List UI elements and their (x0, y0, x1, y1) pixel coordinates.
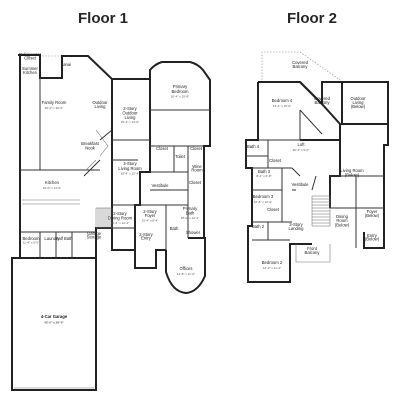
room-label-sub-closet: Closet (189, 180, 202, 185)
room-label-primary-closet: Closet (156, 146, 169, 151)
garage-wall (11, 257, 97, 391)
floor-1-stair (95, 207, 113, 229)
room-label-offices: Offices (180, 266, 193, 271)
outdoor-living-below-wall (341, 82, 388, 125)
office-bay-wall (165, 237, 206, 295)
room-label-loft: Loft (298, 142, 306, 147)
floor-2-title: Floor 2 (287, 10, 338, 27)
floor-1-plan (11, 54, 211, 391)
room-label-toilet: Toilet (175, 154, 186, 159)
room-dims-bath-3: 8'-4" x 6'-8" (256, 174, 271, 178)
room-label-closet-b: Closet (267, 207, 280, 212)
room-label-bedroom-3: Bedroom 3 (253, 194, 274, 199)
room-label-bedroom: Bedroom (23, 236, 41, 241)
floor-2-stair (311, 195, 331, 227)
room-dims-two-story-outdoor-living: 15'-4" x 14'-0" (121, 120, 139, 124)
room-label-vestibule-2: Vestibule (292, 182, 310, 187)
room-dims-primary-bedroom: 20'-4" x 19'-8" (171, 95, 189, 99)
room-label-hall-bath: Bath (170, 226, 179, 231)
room-label-bath-2: Bath 2 (252, 224, 265, 229)
room-label-kitchen: Kitchen (45, 180, 60, 185)
room-label-vestibule: Vestibule (152, 183, 170, 188)
room-label-four-car-garage: 4-Car Garage (41, 314, 68, 319)
room-label-family-room: Family Room (42, 100, 67, 105)
front-balcony-rail (295, 244, 331, 263)
room-label-bath-4: Bath 4 (247, 144, 260, 149)
room-dims-offices: 14'-8" x 11'-0" (177, 272, 195, 276)
room-label-closet-a: Closet (269, 158, 282, 163)
room-dims-two-story-foyer: 15'-4" x 8'-4" (142, 218, 159, 222)
room-dims-bedroom-4: 13'-4" x 15'-0" (273, 104, 291, 108)
room-dims-kitchen: 19'-0" x 14'-0" (43, 186, 61, 190)
floor-2-interior-walls (246, 110, 384, 248)
loft-diagonal-walls (291, 109, 323, 191)
covered-balcony-outline (261, 51, 341, 81)
room-label-toilet-closet: Closet (190, 146, 203, 151)
room-dims-bedroom-3: 12'-8" x 12'-0" (254, 200, 272, 204)
room-dims-loft: 20'-4" x 9'-0" (293, 148, 310, 152)
room-label-shower: Shower (186, 230, 201, 235)
room-label-bedroom-2: Bedroom 2 (262, 260, 283, 265)
room-dims-family-room: 20'-0" x 20'-0" (45, 106, 63, 110)
floor-2-plan (245, 51, 389, 283)
room-label-half-bath: Half Bath (55, 236, 73, 241)
room-dims-bedroom: 11'-4" x 9'-0" (23, 241, 40, 245)
room-dims-primary-bath: 18'-0" x 12'-4" (181, 216, 199, 220)
room-label-foyer-below: Foyer(Below) (365, 209, 380, 218)
room-dims-bedroom-2: 14'-0" x 11'-4" (263, 266, 281, 270)
room-dims-three-story-living-room: 18'-4" x 15'-4" (121, 172, 139, 176)
room-dims-four-car-garage: 42'-0" x 28'-0" (44, 321, 64, 325)
room-label-lanai: Lanai (61, 62, 71, 67)
floor-1-interior-walls (20, 78, 210, 258)
room-label-bath-3: Bath 3 (258, 169, 271, 174)
room-label-laundry: Laundry (44, 236, 60, 241)
room-dims-two-story-dining-room: 16'-4" x 12'-4" (111, 221, 129, 225)
floor-1-title: Floor 1 (78, 10, 129, 27)
room-label-living-room-below: Living Room(Below) (340, 168, 364, 178)
kitchen-counter (22, 129, 109, 205)
entry-wall (134, 249, 166, 269)
room-label-entry-below: Entry(Below) (365, 233, 380, 242)
room-label-bedroom-4: Bedroom 4 (272, 98, 293, 103)
breakfast-nook-wall (83, 129, 113, 177)
